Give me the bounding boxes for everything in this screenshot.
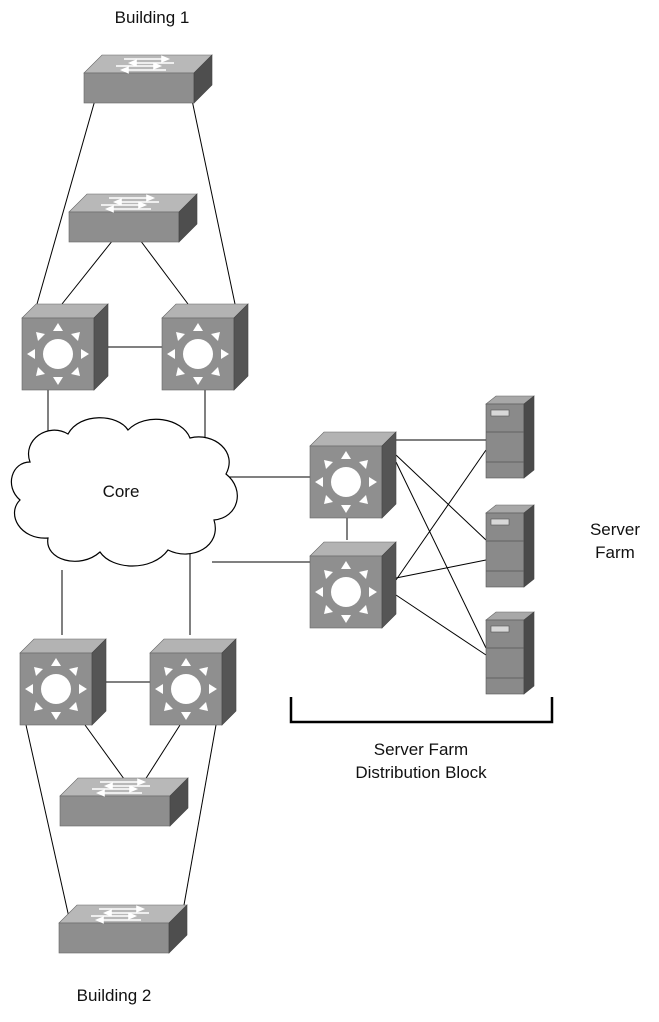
- building2-multilayer-switch-left: [19, 638, 107, 726]
- link-dist1-server2: [395, 454, 487, 541]
- core-label: Core: [102, 482, 140, 501]
- building2-access-switch-middle: [59, 777, 189, 827]
- building2-access-switch-bottom: [58, 904, 188, 954]
- building2-multilayer-switch-right: [149, 638, 237, 726]
- distribution-block-label-line1: Server Farm: [373, 740, 469, 759]
- distribution-multilayer-switch-top: [309, 431, 397, 519]
- server-farm-label-line2: Farm: [595, 543, 635, 562]
- distribution-block-bracket: [289, 697, 554, 724]
- link-b1-top-switch-left: [36, 99, 96, 305]
- distribution-block-label-line2: Distribution Block: [355, 763, 487, 782]
- link-b1-mid-switch-left: [61, 239, 114, 305]
- link-b1-top-switch-right: [191, 99, 236, 305]
- server-icon: [485, 395, 535, 479]
- cloud-icon: [10, 417, 238, 567]
- link-dist2-server1: [395, 449, 487, 581]
- link-dist2-server2: [395, 559, 487, 579]
- links: [25, 99, 487, 923]
- server-farm-label-line1: Server: [589, 520, 641, 539]
- building1-access-switch-top: [83, 54, 213, 104]
- building1-multilayer-switch-right: [161, 303, 249, 391]
- building2-label: Building 2: [76, 986, 152, 1005]
- link-b2-right-mid-switch: [142, 724, 181, 784]
- server-icon: [485, 504, 535, 588]
- link-b2-left-mid-switch: [84, 724, 128, 784]
- link-b2-left-bottom-switch: [25, 724, 71, 923]
- link-dist2-server3: [395, 594, 487, 656]
- server-icon: [485, 611, 535, 695]
- link-b1-mid-switch-right: [139, 239, 189, 305]
- link-b2-right-bottom-switch: [183, 724, 217, 906]
- distribution-multilayer-switch-bottom: [309, 541, 397, 629]
- link-dist1-server3: [395, 461, 487, 649]
- building1-label: Building 1: [114, 8, 190, 27]
- building1-access-switch-middle: [68, 193, 198, 243]
- building1-multilayer-switch-left: [21, 303, 109, 391]
